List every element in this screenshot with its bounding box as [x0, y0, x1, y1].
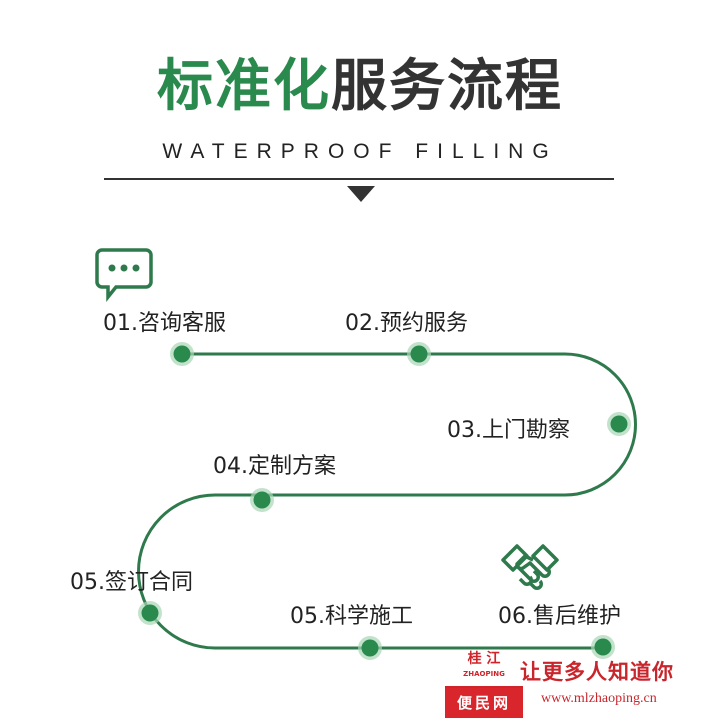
step-5-marker — [138, 601, 162, 625]
step-3-label: 03.上门勘察 — [447, 418, 570, 443]
page-title: 标准化服务流程 — [0, 52, 720, 122]
step-2-marker — [407, 342, 431, 366]
watermark-logo: 桂 江 ZHAOPING 便民网 — [445, 650, 523, 718]
step-1-marker — [170, 342, 194, 366]
title-green: 标准化 — [157, 54, 331, 119]
watermark-url: www.mlzhaoping.cn — [541, 691, 657, 706]
step-7-label: 06.售后维护 — [498, 604, 621, 629]
watermark-slogan: 让更多人知道你 — [520, 659, 674, 684]
chat-bubble-icon — [95, 248, 153, 302]
logo-city: 桂 江 — [467, 651, 501, 667]
step-4-label: 04.定制方案 — [213, 454, 336, 479]
title-dark: 服务流程 — [331, 54, 563, 119]
step-1-label: 01.咨询客服 — [103, 311, 226, 336]
divider — [104, 178, 614, 180]
step-2-label: 02.预约服务 — [345, 311, 468, 336]
handshake-icon — [501, 544, 559, 590]
logo-brand: 便民网 — [445, 688, 523, 718]
step-4-marker — [250, 488, 274, 512]
down-triangle-icon — [347, 186, 375, 202]
step-7-marker — [591, 635, 615, 659]
step-6-marker — [358, 636, 382, 660]
logo-pinyin: ZHAOPING — [463, 670, 505, 678]
step-6-label: 05.科学施工 — [290, 604, 413, 629]
step-5-label: 05.签订合同 — [70, 570, 193, 595]
subtitle: WATERPROOF FILLING — [162, 140, 558, 163]
step-3-marker — [607, 412, 631, 436]
